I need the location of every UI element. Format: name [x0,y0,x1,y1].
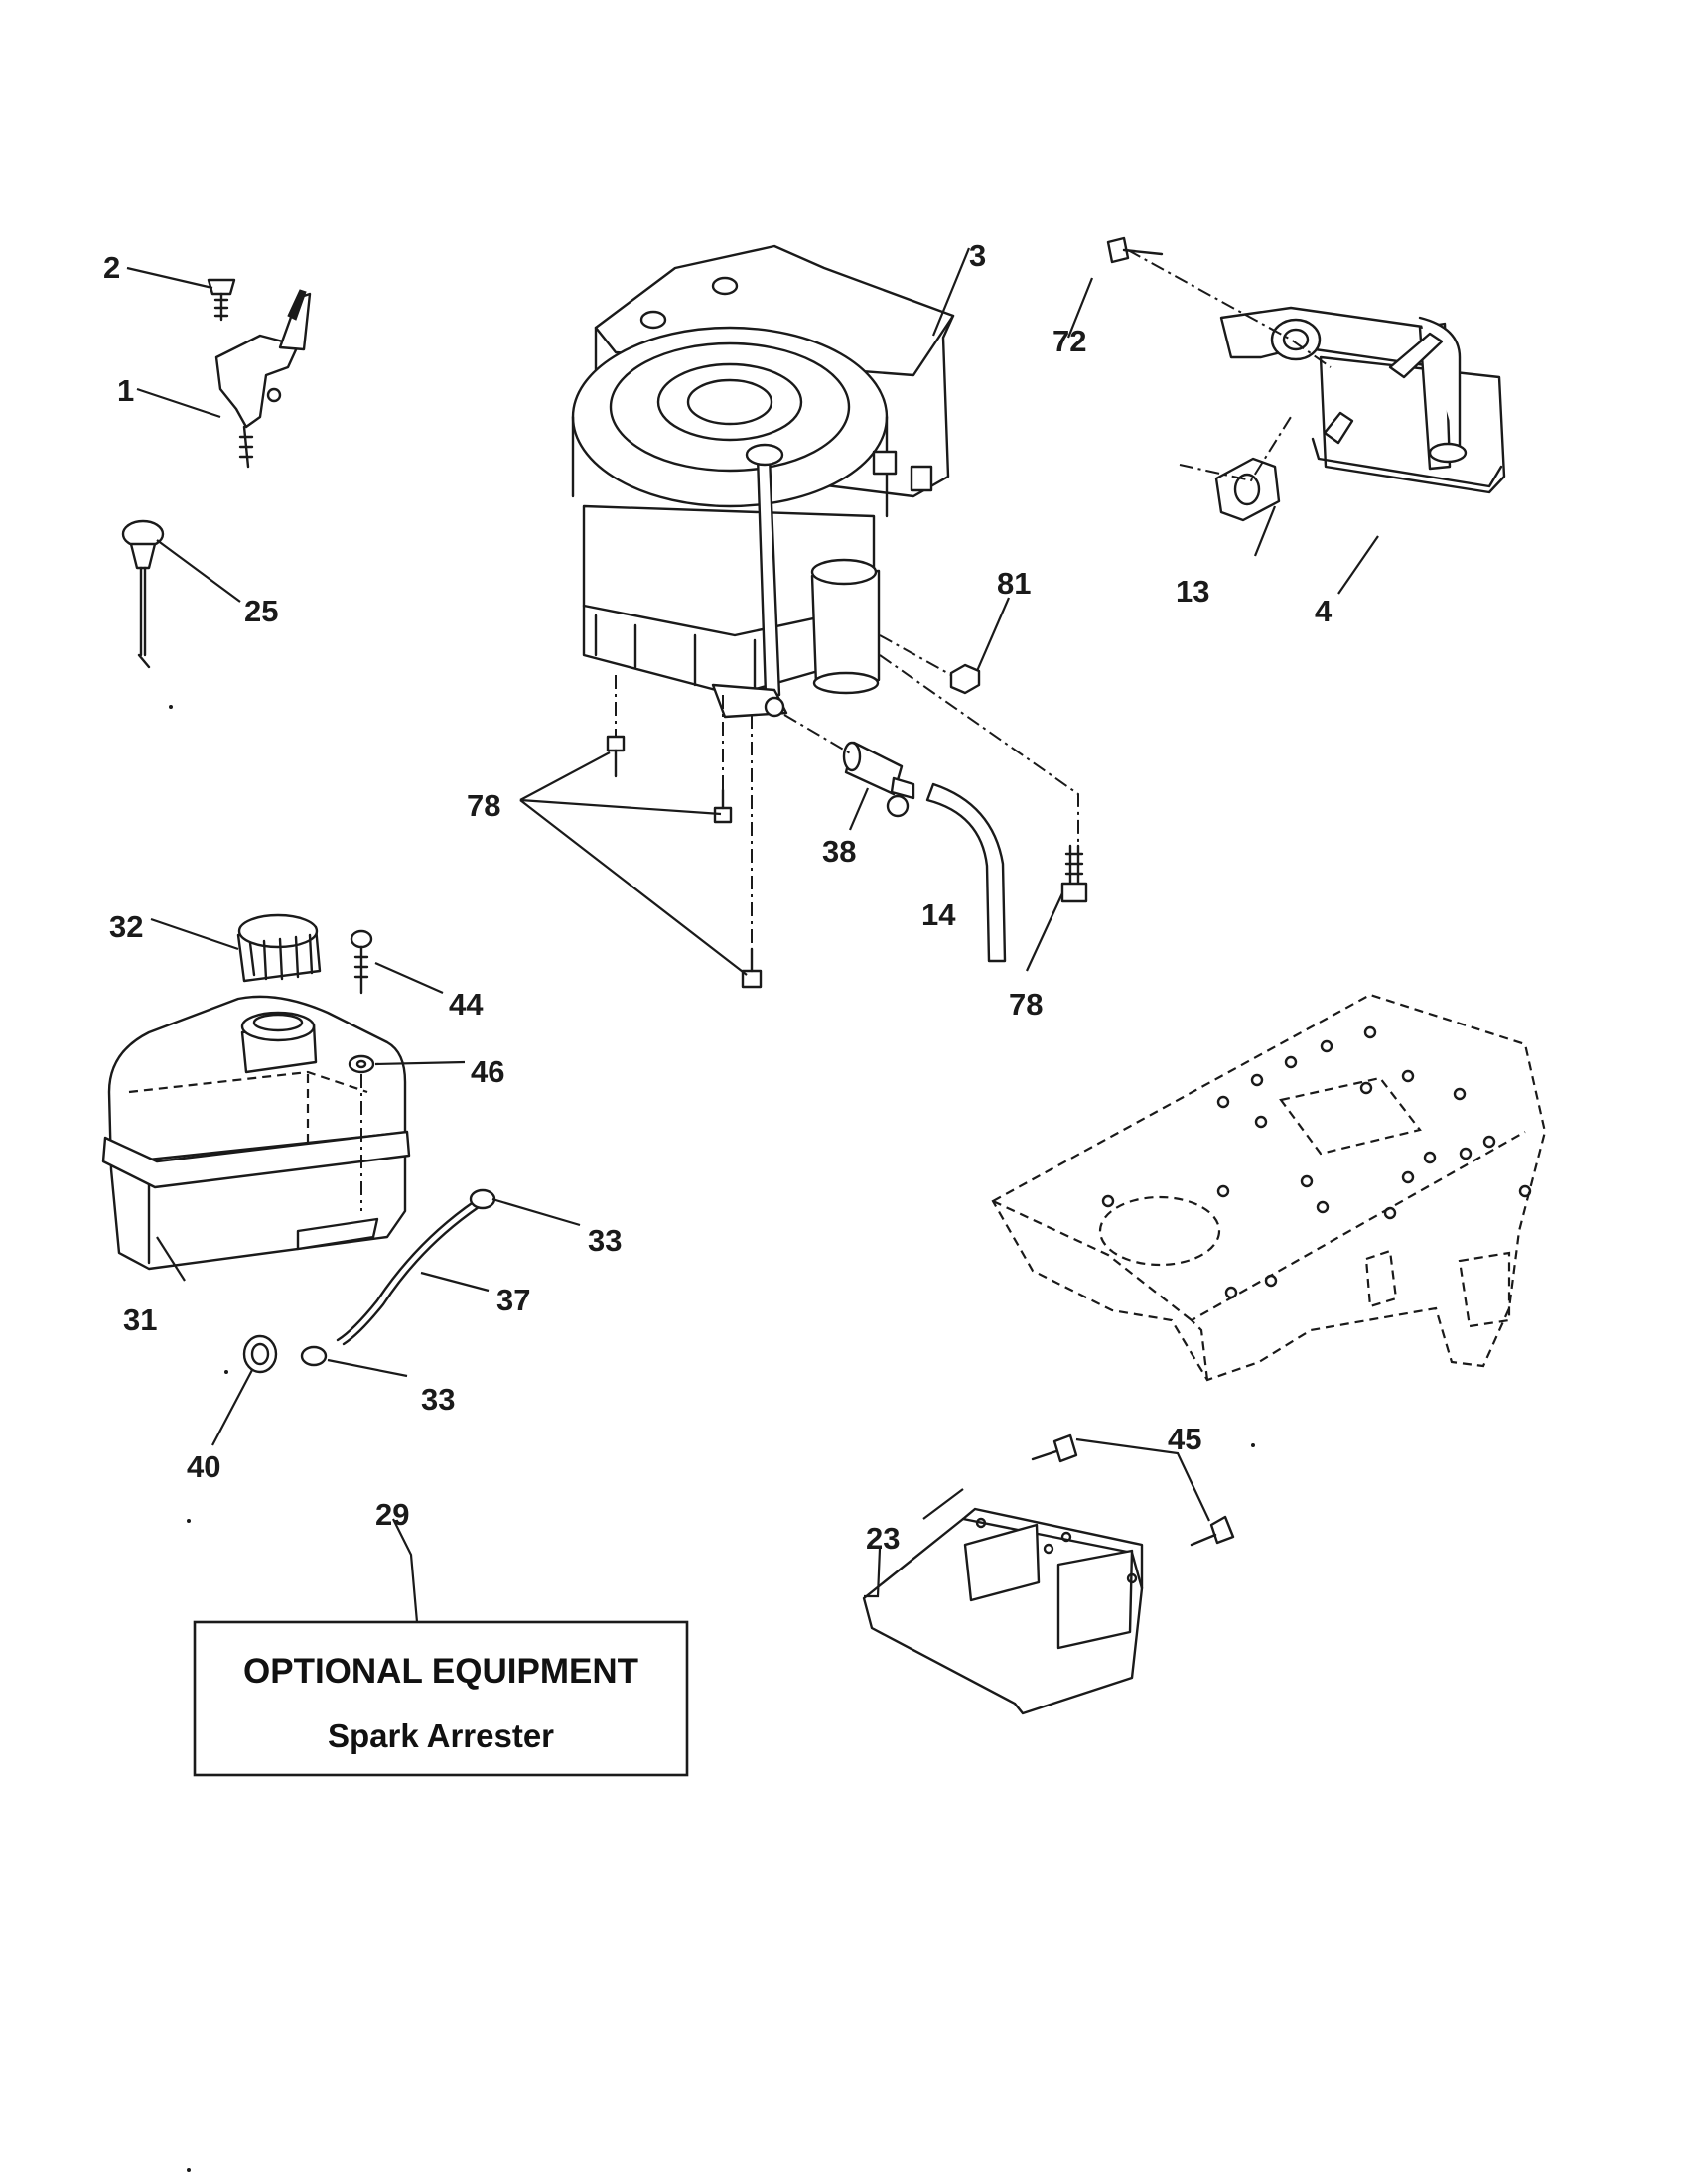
fuel-tank-part [101,995,411,1271]
engine-mount-plate-part [991,993,1547,1382]
optional-equipment-heading: OPTIONAL EQUIPMENT [243,1652,638,1691]
fuel-hose-part [925,782,1007,963]
callout-37: 37 [496,1283,530,1317]
engine-bolt-part [713,788,733,824]
callout-25: 25 [244,594,278,628]
throttle-control-part [214,289,312,469]
shield-screw-part [1190,1515,1235,1547]
engine-part [571,244,955,719]
callout-44: 44 [449,987,484,1022]
throttle-screw-part [207,278,236,322]
callout-40: 40 [187,1449,220,1484]
callout-23: 23 [866,1521,900,1556]
fuel-cap-part [236,913,322,983]
callout-46: 46 [471,1054,504,1089]
nut-part [949,663,981,695]
callout-2: 2 [103,250,120,285]
engine-bolt-part [1060,844,1088,903]
fuel-valve-part [842,741,915,818]
heat-shield-part [862,1507,1144,1715]
assembly-centerlines [360,249,1332,1211]
exhaust-gasket-part [1214,457,1281,522]
hose-clamp-part [469,1188,496,1210]
callout-1: 1 [117,373,134,408]
scan-specks [169,705,1255,2172]
mount-plate-holes [1101,1025,1532,1299]
callout-33-lower: 33 [421,1382,455,1417]
hose-clamp-part [300,1345,328,1367]
optional-equipment-item: Spark Arrester [328,1717,554,1754]
engine-bolt-part [741,947,763,989]
callout-4: 4 [1315,594,1333,628]
muffler-part [1219,306,1506,494]
engine-bolt-part [606,735,626,778]
tank-bolt-part [350,929,373,995]
exhaust-bolt-part [1106,236,1164,264]
choke-knob-part [121,519,165,669]
callout-3: 3 [969,238,986,273]
callout-78-right: 78 [1009,987,1043,1022]
callout-numbers: 1 2 3 4 13 14 23 25 29 31 32 33 33 37 38… [103,238,1333,1556]
callout-13: 13 [1176,574,1209,609]
washer-part [348,1054,375,1074]
callout-78-left: 78 [467,788,500,823]
callout-29: 29 [375,1497,409,1532]
callout-72: 72 [1052,324,1086,358]
callout-38: 38 [822,834,856,869]
leader-lines [126,247,1379,1623]
fuel-line-part [336,1199,481,1346]
callout-81: 81 [997,566,1031,601]
callout-32: 32 [109,909,143,944]
optional-equipment-box: OPTIONAL EQUIPMENT Spark Arrester [193,1620,689,1777]
callout-45: 45 [1168,1422,1201,1456]
shield-screw-part [1031,1433,1078,1463]
callout-14: 14 [921,897,956,932]
callout-31: 31 [123,1302,157,1337]
callout-33-upper: 33 [588,1223,622,1258]
bushing-part [242,1334,278,1374]
